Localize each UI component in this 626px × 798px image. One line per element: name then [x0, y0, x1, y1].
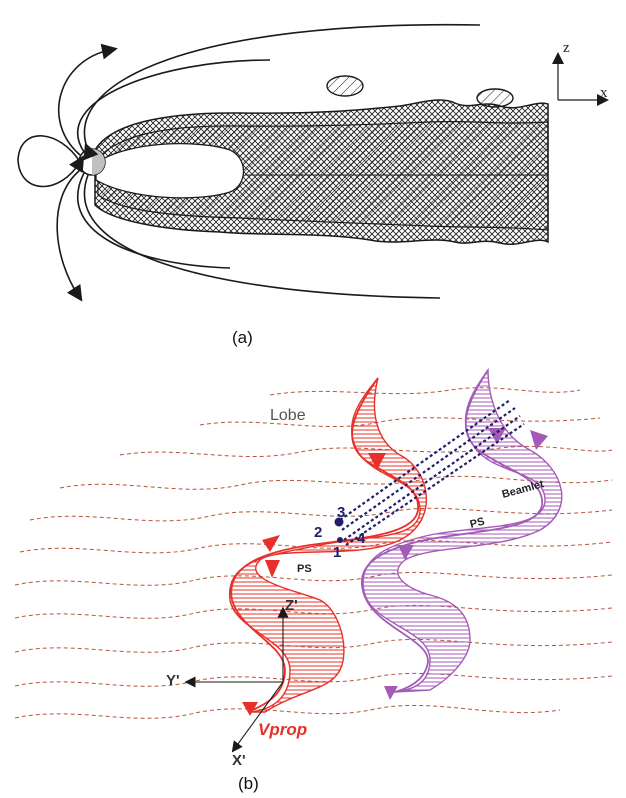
panel-a: z x (a) — [18, 25, 608, 347]
point-label-2: 2 — [314, 524, 322, 541]
panel-b: 3 2 1 4 Lobe PS PS Beamlet Z' Y' X' Vpro… — [15, 370, 612, 793]
point-marker — [337, 537, 343, 543]
purple-arrow-head — [384, 686, 398, 700]
point-label-1: 1 — [333, 544, 341, 561]
caption-b: (b) — [238, 774, 259, 793]
caption-a: (a) — [232, 328, 253, 347]
inner-closed-region — [96, 144, 244, 198]
lobe-label: Lobe — [270, 407, 306, 424]
axis-z-prime-label: Z' — [285, 597, 298, 614]
beamlet-label: Beamlet — [501, 478, 546, 501]
axis-y-prime-label: Y' — [166, 672, 180, 689]
vprop-label: Vprop — [258, 720, 307, 739]
plasmoid-blob — [477, 89, 513, 107]
point-label-4: 4 — [357, 530, 366, 547]
axis-x-prime-label: X' — [232, 752, 246, 769]
red-arrow-head — [265, 560, 280, 578]
red-arrow-head — [262, 535, 280, 552]
earth-icon — [79, 149, 105, 175]
axis-z-label: z — [563, 40, 570, 56]
point-label-3: 3 — [337, 504, 345, 521]
axes-xz: z x — [558, 40, 608, 101]
ps-label-left: PS — [297, 563, 312, 575]
plasmoid-blob — [327, 76, 363, 96]
axis-x-label: x — [600, 85, 608, 101]
field-line-bot-3 — [57, 170, 80, 295]
